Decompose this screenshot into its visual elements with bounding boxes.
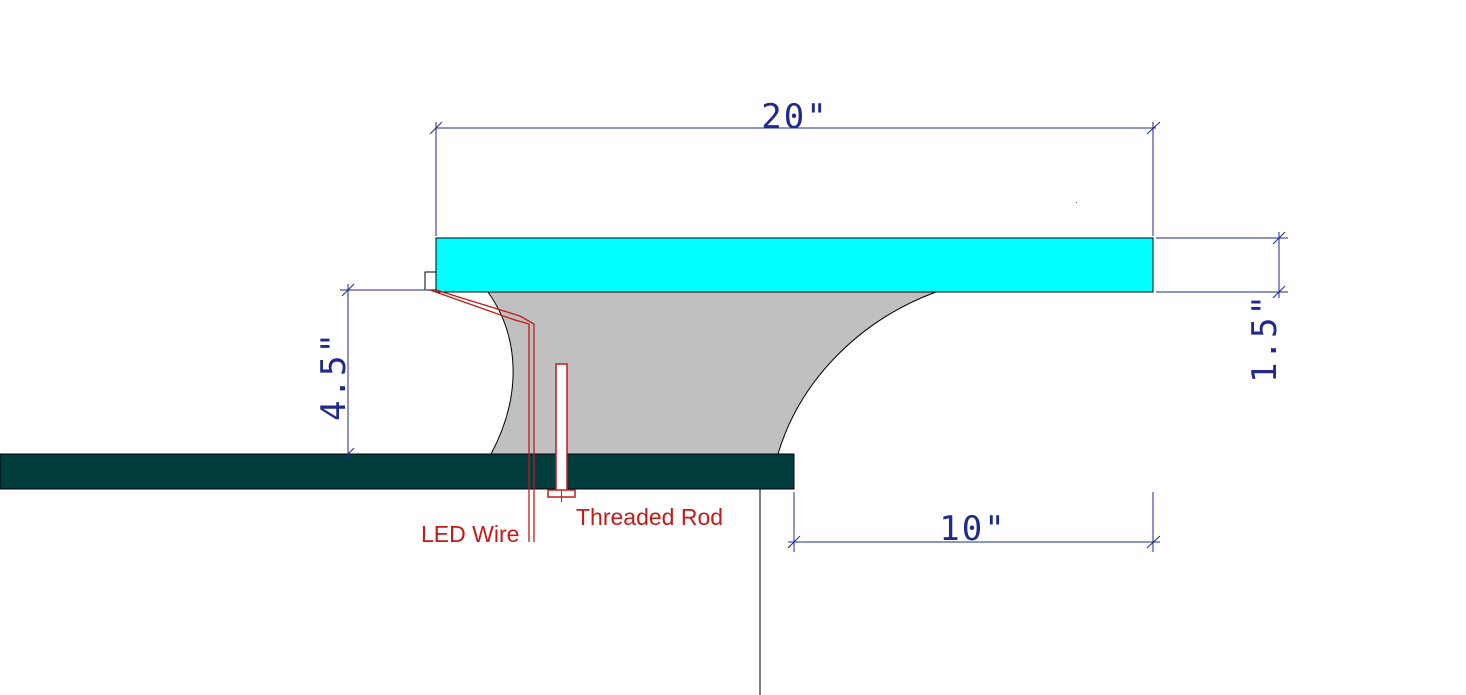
callout-led-wire: LED Wire — [421, 521, 519, 547]
dimension-label-bracket-height: 4.5" — [314, 331, 354, 421]
led-wire-line-b — [435, 289, 535, 542]
dimension-top-width — [429, 121, 1161, 236]
top-slab — [435, 237, 1154, 293]
dimension-bracket-height — [340, 283, 427, 461]
dimension-label-slab-thickness: 1.5" — [1245, 293, 1285, 383]
led-wire-line-a — [429, 289, 530, 542]
dimension-slab-thickness — [1156, 231, 1288, 299]
callout-threaded-rod: Threaded Rod — [576, 504, 723, 530]
stray-mark — [1076, 202, 1077, 203]
threaded-rod — [555, 363, 568, 493]
dimension-overhang — [787, 492, 1161, 552]
led-strip-tab — [424, 271, 437, 291]
support-corbel — [487, 291, 937, 455]
dimension-label-overhang: 10" — [939, 509, 1006, 549]
base-counter — [0, 453, 795, 490]
dimension-label-top-width: 20" — [761, 97, 828, 137]
